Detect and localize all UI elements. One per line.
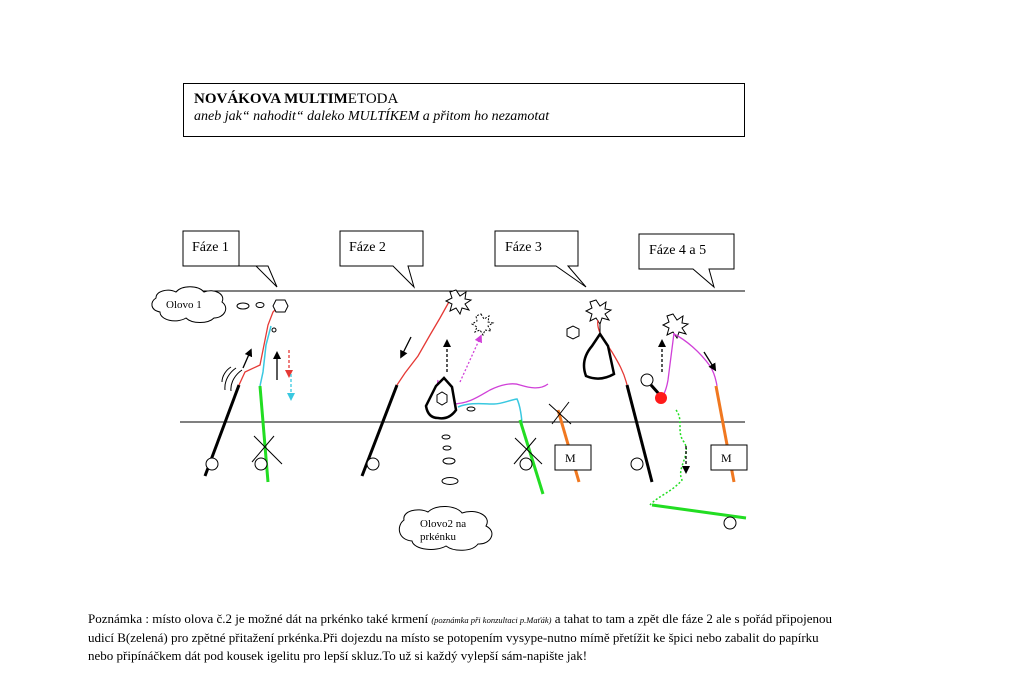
reel-b [723, 516, 737, 530]
lead-weight-1 [272, 299, 289, 313]
phase-4-callout: Fáze 4 a 5 [638, 233, 735, 289]
phase-4-label: Fáze 4 a 5 [649, 243, 706, 258]
cloud-olovo2-label-1: Olovo2 na [420, 518, 466, 530]
title-light: ETODA [347, 91, 399, 107]
rod-b [651, 503, 747, 520]
marker-m-1-label: M [565, 451, 576, 465]
phase-3-callout: Fáze 3 [494, 230, 587, 288]
phase-1-label: Fáze 1 [192, 240, 229, 255]
phase-3-label: Fáze 3 [505, 240, 542, 255]
marker-m-2-label: M [721, 451, 732, 465]
phase-2-callout: Fáze 2 [339, 230, 424, 289]
splash-icon [471, 313, 495, 337]
reel-a [366, 457, 380, 471]
splash-icon [584, 299, 613, 326]
reel-a [205, 457, 219, 471]
rod-a [625, 384, 654, 483]
float-board [582, 331, 616, 380]
footnote: Poznámka : místo olova č.2 je možné dát … [88, 610, 1023, 665]
reel-b [254, 457, 268, 471]
lead-weight-3 [566, 325, 580, 340]
footnote-line-1: Poznámka : místo olova č.2 je možné dát … [88, 611, 832, 626]
phase-2-scene [360, 289, 549, 495]
splash-icon [661, 313, 690, 340]
marker-m-1: M [554, 444, 592, 471]
bait-red-ball [655, 392, 667, 404]
rod-b [518, 419, 545, 495]
cloud-olovo1-label: Olovo 1 [166, 299, 202, 311]
cloud-olovo1: Olovo 1 [151, 286, 265, 323]
page-title: NOVÁKOVA MULTIMETODA [194, 90, 734, 108]
reel-a [630, 457, 644, 471]
title-bold: NOVÁKOVA MULTIM [194, 91, 348, 107]
cloud-olovo2: Olovo2 na prkénku [398, 434, 493, 551]
splash-icon [444, 289, 473, 316]
phase-1-scene [203, 299, 295, 483]
marker-m-2: M [710, 444, 748, 471]
phase-2-label: Fáze 2 [349, 240, 386, 255]
cloud-olovo2-label-2: prkénku [420, 531, 457, 543]
footnote-line-2: udicí B(zelená) pro zpětné přitažení prk… [88, 630, 819, 645]
footnote-line-3: nebo připínáčkem dát pod kousek igelitu … [88, 648, 588, 663]
title-box: NOVÁKOVA MULTIMETODA aneb jak“ nahodit“ … [183, 83, 745, 137]
phase-1-callout: Fáze 1 [182, 230, 278, 288]
reel-b [519, 457, 533, 471]
lead-weight-2 [436, 391, 448, 406]
page-subtitle: aneb jak“ nahodit“ daleko MULTÍKEM a při… [194, 109, 550, 124]
